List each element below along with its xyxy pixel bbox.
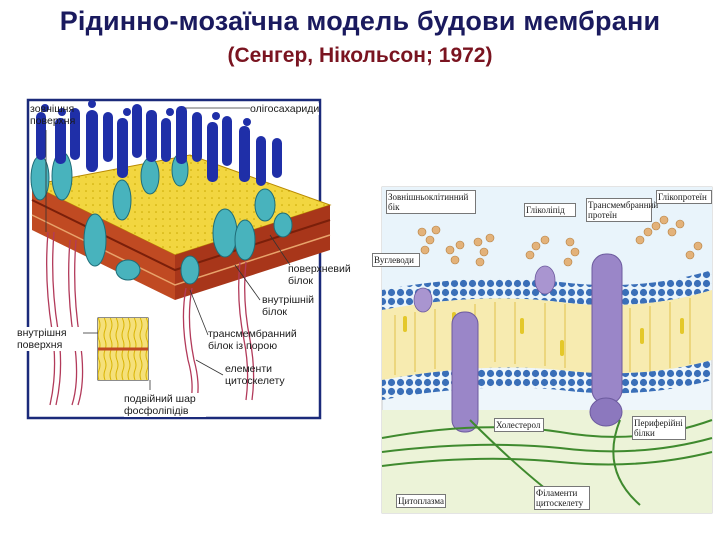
label-surface-protein: поверхневий білок bbox=[288, 263, 351, 287]
label-inner-protein: внутрішній білок bbox=[262, 294, 315, 318]
label-oligosaccharides: олігосахариди bbox=[250, 103, 320, 115]
label-filaments: Філаменти цитоскелету bbox=[534, 486, 590, 510]
label-glycolipid: Гліколіпід bbox=[524, 203, 576, 217]
label-bilayer: подвійний шар фосфоліпідів bbox=[124, 393, 206, 417]
left-membrane-figure bbox=[26, 98, 332, 420]
label-cholesterol: Холестерол bbox=[494, 418, 544, 432]
page-title: Рідинно-мозаїчна модель будови мембрани bbox=[59, 6, 661, 36]
label-cytoskeleton: елементи цитоскелету bbox=[225, 363, 285, 387]
right-membrane-figure bbox=[381, 186, 713, 514]
label-transmembrane: Трансмембранний протеїн bbox=[586, 198, 659, 222]
glycolipid bbox=[534, 265, 556, 295]
peripheral-protein bbox=[589, 397, 623, 427]
label-peripheral: Периферійні білки bbox=[632, 416, 686, 440]
transmembrane-protein-right bbox=[591, 253, 623, 405]
label-glycoprotein: Глікопротеїн bbox=[656, 190, 712, 204]
label-carbohydrate: Вуглеводи bbox=[372, 253, 420, 267]
page-subtitle: (Сенгер, Нікольсон; 1972) bbox=[227, 44, 493, 67]
cholesterol-molecules bbox=[403, 312, 684, 356]
transmembrane-protein-left bbox=[451, 311, 479, 433]
oligosaccharide-chains bbox=[36, 100, 282, 186]
label-extracellular: Зовнішньоклітинний бік bbox=[386, 190, 476, 214]
label-inner-surface: внутрішня поверхня bbox=[17, 327, 83, 351]
label-outer-surface: зовнішня поверхня bbox=[30, 103, 76, 127]
label-transmembrane-pore: трансмембранний білок із порою bbox=[208, 328, 297, 352]
label-cytoplasm: Цитоплазма bbox=[396, 494, 446, 508]
carbohydrate-chains bbox=[417, 215, 703, 267]
left-leader-lines bbox=[45, 107, 291, 390]
